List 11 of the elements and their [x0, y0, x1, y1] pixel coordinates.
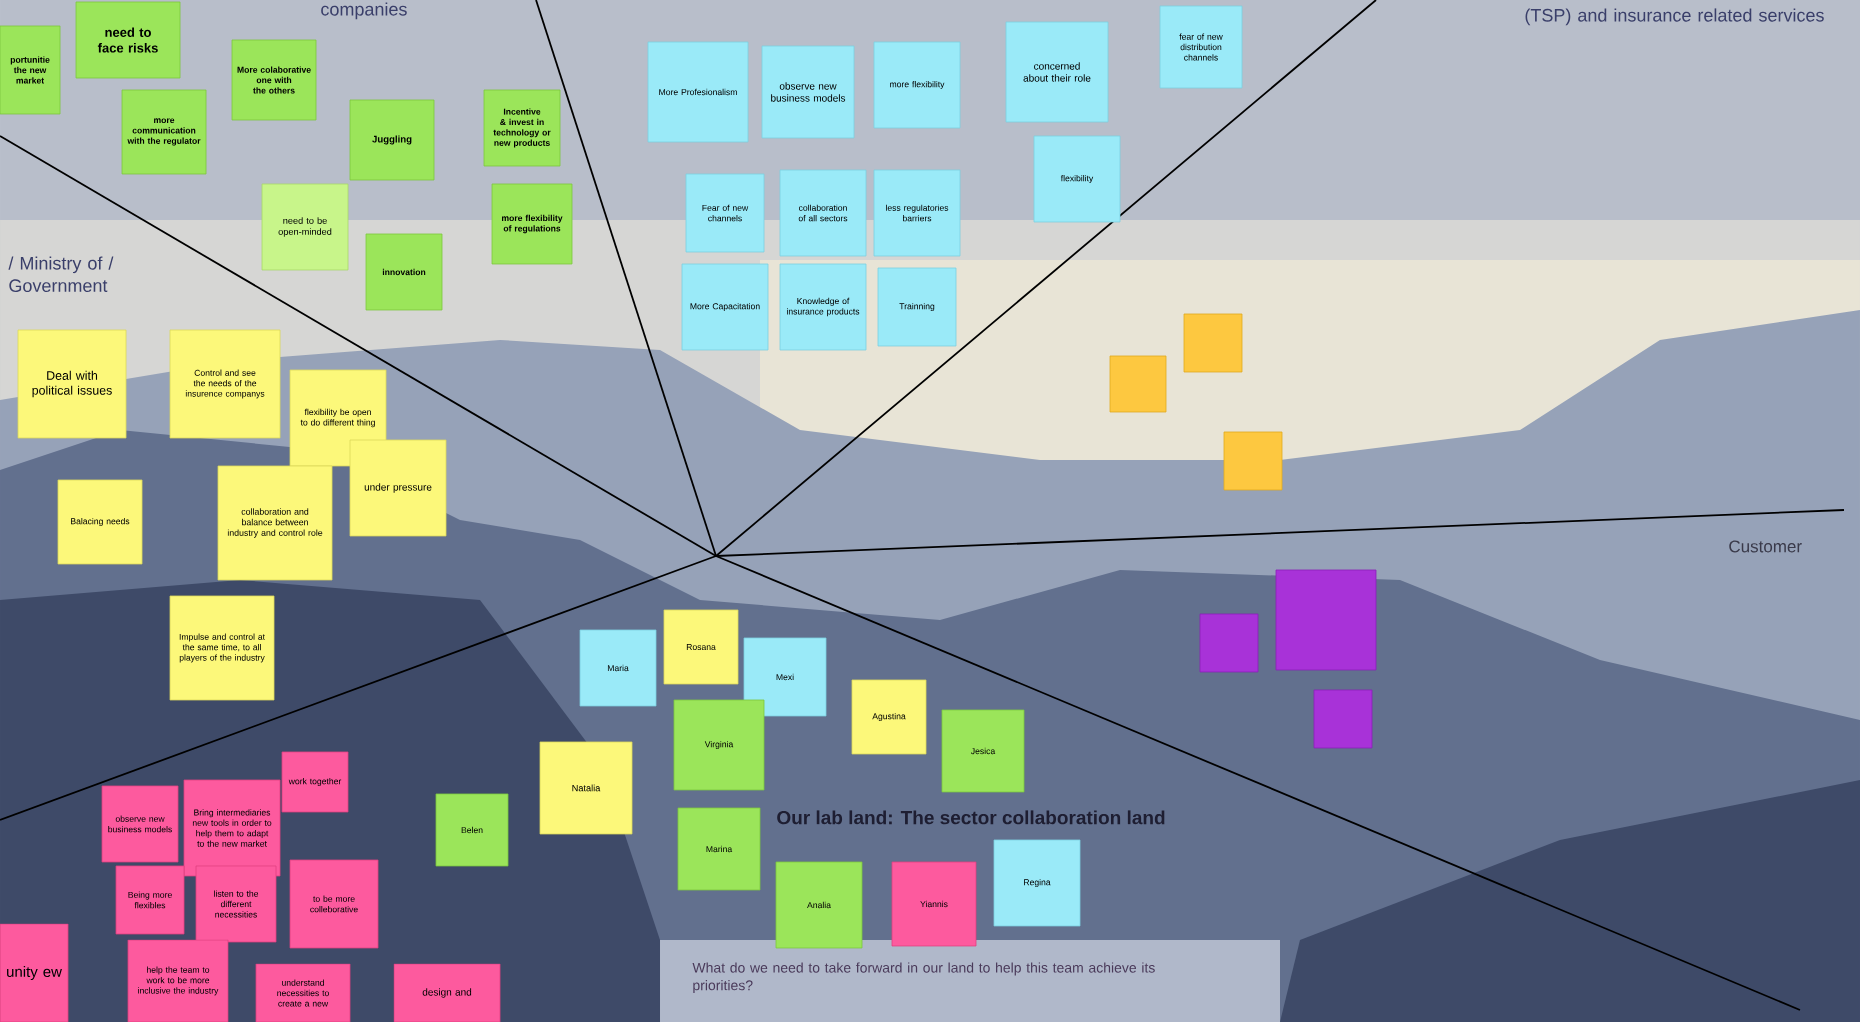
blank-sticky-note	[1183, 313, 1243, 373]
zone-label: (TSP) and insurance related services	[1525, 8, 1824, 26]
zone-label: Customer	[1729, 540, 1802, 553]
blank-sticky-note	[1313, 689, 1373, 749]
zone-label: / Ministry of / Government	[8, 256, 114, 292]
blank-sticky-note	[1199, 613, 1259, 673]
blank-sticky-note	[1223, 431, 1283, 491]
blank-sticky-note	[1109, 355, 1167, 413]
zone-label: companies	[321, 2, 407, 20]
blank-sticky-note	[1275, 569, 1377, 671]
board-title: Our lab land: The sector collaboration land	[777, 810, 1165, 825]
